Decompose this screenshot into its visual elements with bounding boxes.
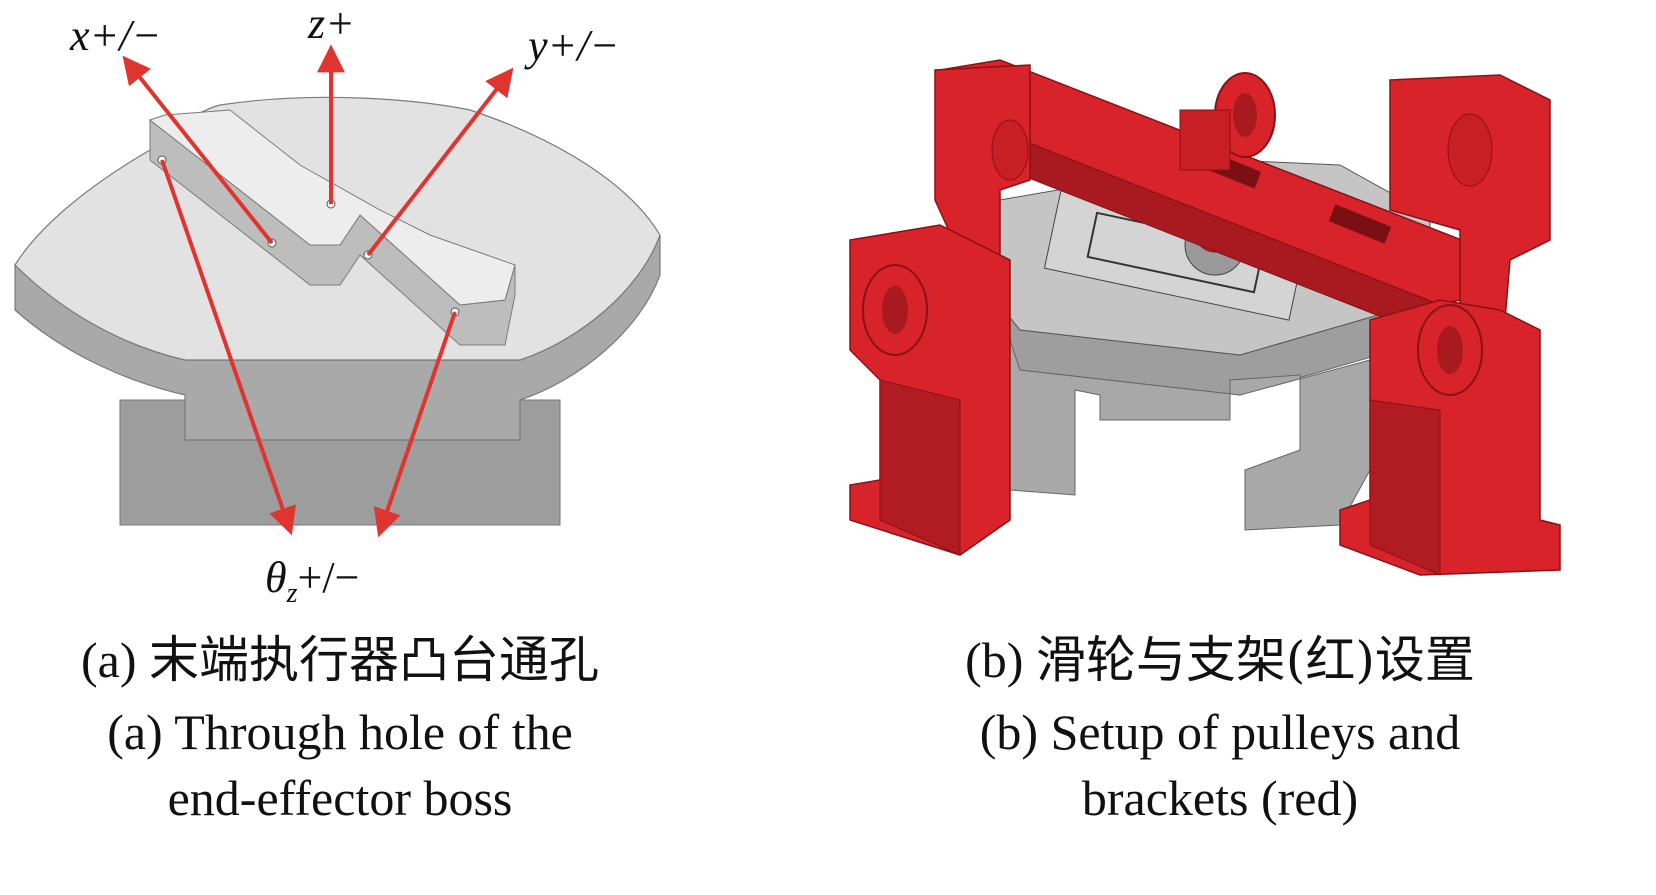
y-axis-label: y+/−: [524, 21, 619, 70]
pulley-bracket-model: [849, 59, 1561, 576]
caption-a-chinese-text: 末端执行器凸台通孔: [149, 631, 599, 689]
theta-subscript: z: [286, 578, 298, 609]
right-front-pulley-groove: [1437, 326, 1463, 374]
caption-a-english-line1: (a) Through hole of the: [107, 704, 573, 760]
theta-z-label: θz+/−: [265, 553, 359, 609]
dof-arrows: [122, 44, 514, 538]
figure-canvas: x+/− z+ y+/− θz+/−: [14, 0, 1561, 609]
z-axis-label: z+: [307, 0, 355, 48]
caption-a: (a) 末端执行器凸台通孔 (a) Through hole of the en…: [0, 630, 680, 828]
left-front-pulley-groove: [882, 286, 908, 334]
caption-a-english-line2: end-effector boss: [167, 770, 513, 826]
top-pulley-groove: [1233, 93, 1257, 137]
end-effector-boss-model: [14, 96, 661, 526]
theta-sign: +/−: [298, 553, 360, 602]
theta-z-arrow-right: [373, 311, 457, 538]
left-back-tower: [934, 64, 1031, 261]
lower-frame: [1009, 339, 1371, 531]
theta-symbol: θ: [265, 553, 287, 602]
y-arrow: [366, 67, 514, 257]
x-axis-label: x+/−: [69, 11, 161, 60]
caption-b-chinese: (b) 滑轮与支架(红)设置: [840, 630, 1600, 690]
caption-b-chinese-text: 滑轮与支架(红)设置: [1035, 631, 1475, 689]
caption-b-english-line1: (b) Setup of pulleys and: [979, 704, 1461, 760]
caption-b-chinese-prefix: (b): [965, 632, 1024, 688]
right-front-bracket-face: [1369, 399, 1441, 576]
crossbar-slot: [1328, 204, 1392, 244]
right-back-pulley: [1447, 113, 1493, 187]
theta-z-arrow-left: [160, 159, 296, 536]
left-back-pulley: [991, 119, 1029, 181]
top-pulley-bracket: [1179, 109, 1231, 171]
caption-b: (b) 滑轮与支架(红)设置 (b) Setup of pulleys and …: [840, 630, 1600, 828]
left-front-bracket-face: [879, 379, 961, 556]
x-arrow: [122, 55, 274, 245]
caption-b-english-line2: brackets (red): [1081, 770, 1359, 826]
caption-a-chinese: (a) 末端执行器凸台通孔: [0, 630, 680, 690]
caption-a-chinese-prefix: (a): [81, 632, 137, 688]
